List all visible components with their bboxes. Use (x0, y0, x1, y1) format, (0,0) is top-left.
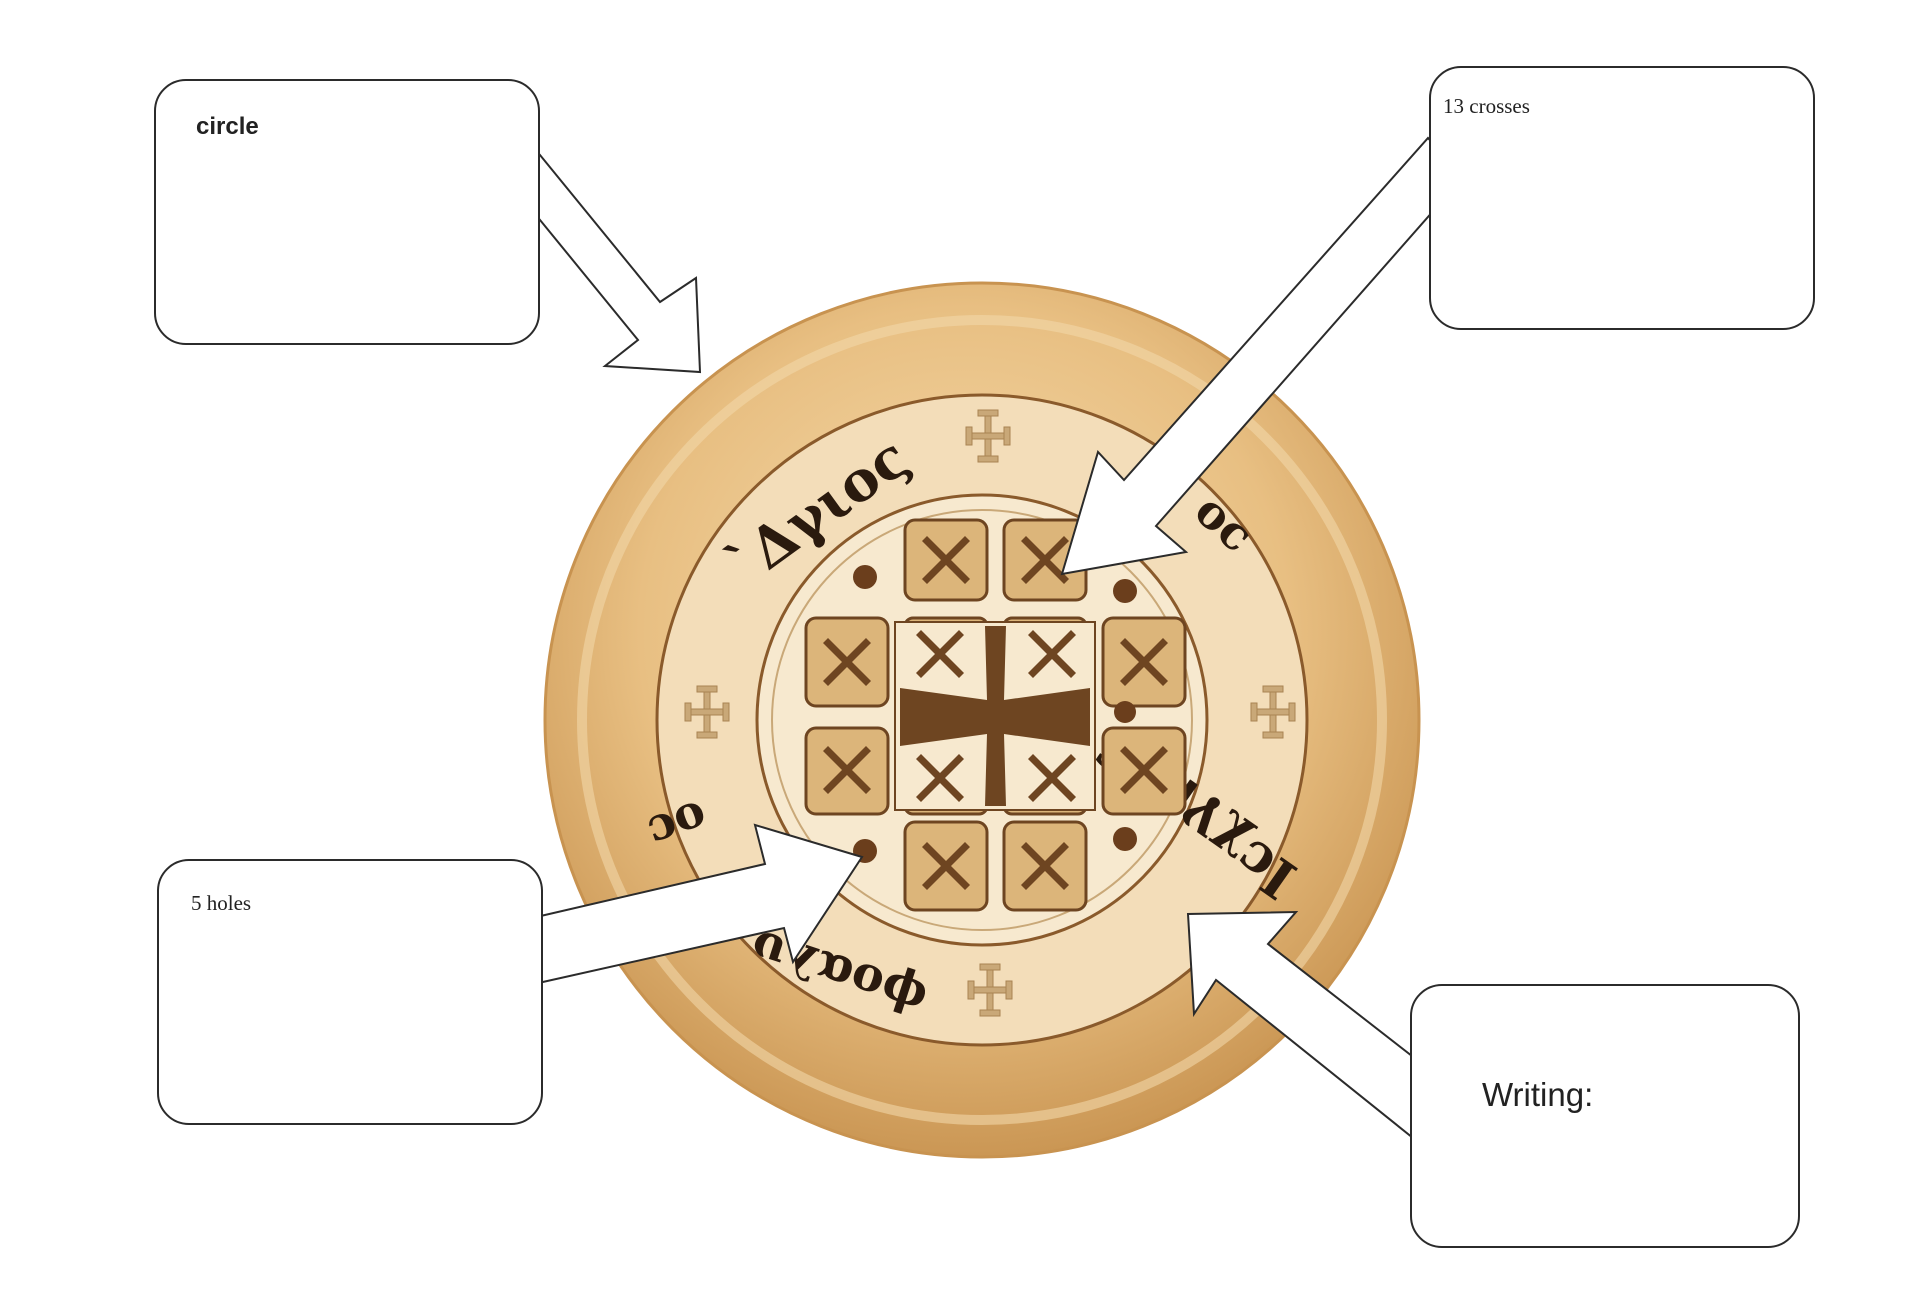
arrow-circle (494, 153, 702, 374)
label-writing: Writing: (1482, 1076, 1594, 1113)
seal-ring-highlight (577, 315, 1387, 1125)
arrow-crosses (1060, 136, 1466, 576)
center-cross-icon (894, 621, 1096, 811)
label-box-holes: 5 holes (157, 859, 543, 1125)
label-circle: circle (196, 113, 259, 140)
center-disc-edge (771, 509, 1193, 931)
label-box-writing: Writing: (1410, 984, 1800, 1248)
hole-dot (1113, 827, 1137, 851)
hole-dot (853, 565, 877, 589)
hole-dot (1113, 579, 1137, 603)
label-box-circle: circle (154, 79, 540, 345)
hole-dot (1114, 701, 1136, 723)
arrow-writing (1186, 910, 1450, 1144)
label-box-crosses: 13 crosses (1429, 66, 1815, 330)
label-13-crosses: 13 crosses (1443, 94, 1530, 118)
label-5-holes: 5 holes (191, 891, 252, 915)
arrow-holes (504, 823, 864, 990)
